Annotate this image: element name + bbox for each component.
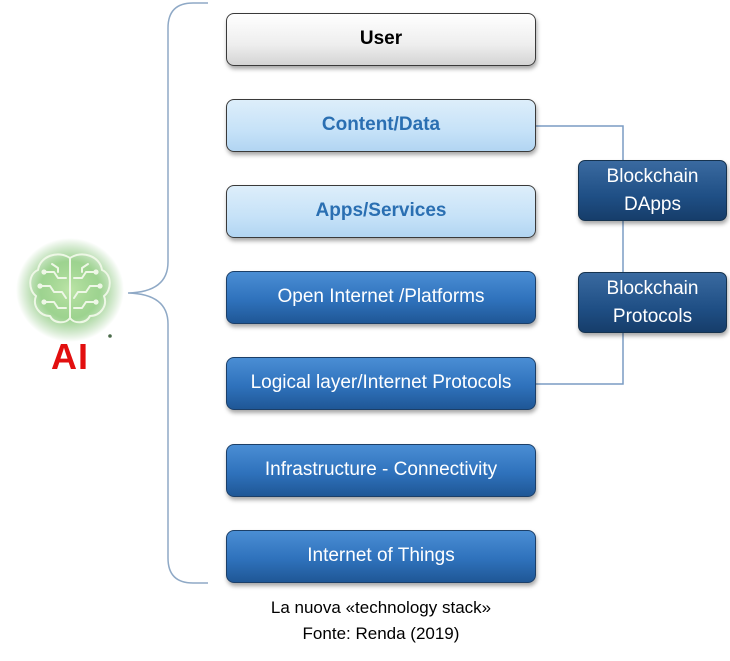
layer-label: Open Internet /Platforms — [277, 286, 485, 308]
caption-source: Fonte: Renda (2019) — [302, 624, 460, 643]
ai-label: AI — [51, 336, 89, 377]
side-box-line1: Blockchain — [606, 165, 699, 187]
blockchain-dapps-box: Blockchain DApps — [578, 160, 727, 221]
layer-open-internet-platforms: Open Internet /Platforms — [226, 271, 536, 324]
blockchain-protocols-box: Blockchain Protocols — [578, 272, 727, 333]
layer-label: Logical layer/Internet Protocols — [250, 372, 512, 394]
layer-label: Internet of Things — [307, 545, 455, 567]
side-box-line2: DApps — [623, 193, 681, 215]
layer-label: User — [359, 28, 403, 50]
layer-infrastructure-connectivity: Infrastructure - Connectivity — [226, 444, 536, 497]
brain-icon — [16, 238, 124, 342]
layer-apps-services: Apps/Services — [226, 185, 536, 238]
side-box-line2: Protocols — [612, 305, 693, 327]
layer-internet-of-things: Internet of Things — [226, 530, 536, 583]
layer-label: Apps/Services — [315, 200, 447, 222]
layer-label: Content/Data — [321, 114, 441, 136]
layer-user: User — [226, 13, 536, 66]
layer-content-data: Content/Data — [226, 99, 536, 152]
connector-protocols-to-logical — [536, 333, 624, 385]
side-box-line1: Blockchain — [606, 277, 699, 299]
curly-brace — [127, 2, 208, 584]
caption-title: La nuova «technology stack» — [270, 598, 492, 617]
layer-logical-internet-protocols: Logical layer/Internet Protocols — [226, 357, 536, 410]
layer-label: Infrastructure - Connectivity — [264, 459, 498, 481]
connector-content-to-dapps — [536, 125, 624, 160]
